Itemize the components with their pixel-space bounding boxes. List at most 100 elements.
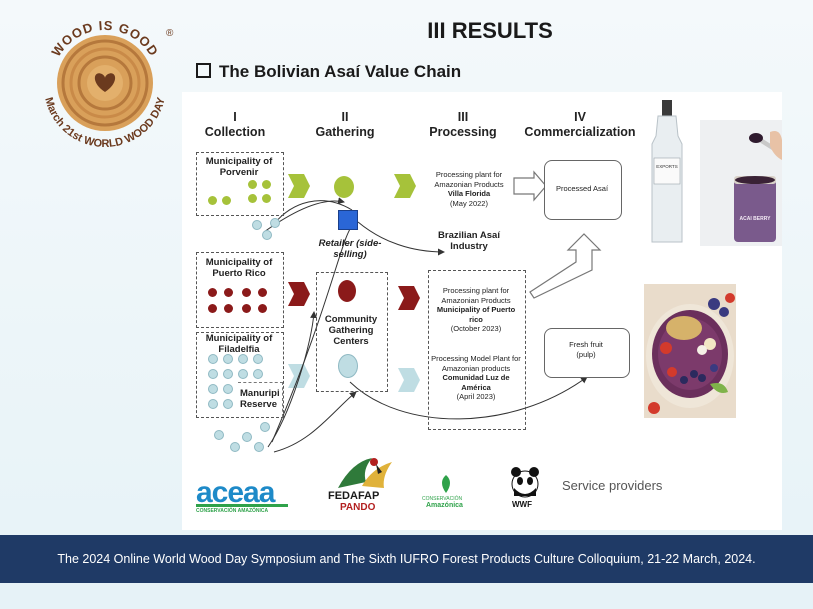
plant-name: Comunidad Luz de América <box>442 373 510 392</box>
community-gathering-box <box>316 272 388 392</box>
retailer-label: Retailer (side-selling) <box>318 238 382 260</box>
column-numeral: II <box>341 110 349 124</box>
aceaa-logo-sub: CONSERVACIÓN AMAZÓNICA <box>196 508 269 514</box>
chevron-green-1 <box>288 174 310 198</box>
column-label: Processing <box>429 125 497 139</box>
red-dot <box>224 288 233 297</box>
product-photo: EXPORTS ACAI BERRY <box>648 96 782 246</box>
cyan-dot <box>208 369 218 379</box>
arrow-up-to-processed <box>529 233 602 299</box>
source-label-manuripi: Manuripi Reserve <box>240 388 280 410</box>
acai-bowl-photo <box>644 284 736 418</box>
cyan-dot <box>253 369 263 379</box>
red-dot <box>208 288 217 297</box>
retailer-node <box>338 210 358 230</box>
cyan-gathering-node <box>338 354 358 378</box>
seal-mark: ® <box>166 28 174 39</box>
cyan-dot <box>230 442 240 452</box>
jar-label-text: ACAI BERRY <box>740 216 772 222</box>
source-label-porvenir: Municipality of Porvenir <box>205 156 273 178</box>
column-label: Collection <box>204 125 266 139</box>
plant-date: (May 2022) <box>450 198 488 208</box>
leaf-icon <box>442 475 450 493</box>
processed-asai-label: Processed Asaí <box>555 184 609 193</box>
cyan-dot <box>223 384 233 394</box>
column-label: Commercialization <box>524 125 636 139</box>
footer-banner: The 2024 Online World Wood Day Symposium… <box>0 535 813 583</box>
model-plant: Processing Model Plant for Amazonian pro… <box>430 354 522 402</box>
chevron-cyan-2 <box>398 368 420 392</box>
cyan-dot <box>223 399 233 409</box>
red-dot <box>208 304 217 313</box>
cyan-dot <box>238 369 248 379</box>
service-providers-label: Service providers <box>562 478 663 493</box>
cyan-dot <box>270 218 280 228</box>
panda-icon <box>511 467 539 498</box>
red-gathering-node <box>338 280 356 302</box>
plant-date: (April 2023) <box>456 392 496 401</box>
cyan-dot <box>252 220 262 230</box>
plant-desc: Processing plant for Amazonian Products <box>434 170 504 189</box>
processing-plants-box <box>428 270 526 430</box>
cyan-dot <box>214 430 224 440</box>
green-dot <box>262 180 271 189</box>
cyan-dot <box>208 384 218 394</box>
fresh-fruit-label: Fresh fruit(pulp) <box>546 340 626 359</box>
wwf-logo: WWF <box>512 500 532 509</box>
fresh-fruit-box <box>544 328 630 378</box>
chevron-red-1 <box>288 282 310 306</box>
red-dot <box>242 288 251 297</box>
cyan-dot <box>260 422 270 432</box>
pando-logo: PANDO <box>340 502 376 513</box>
cyan-dot <box>208 354 218 364</box>
cyan-dot <box>254 442 264 452</box>
source-box-filadelfia <box>196 332 284 418</box>
fresh-line: Fresh fruit <box>569 340 603 349</box>
source-label-puerto-rico: Municipality of Puerto Rico <box>205 257 273 279</box>
column-numeral: IV <box>574 110 586 124</box>
cyan-dot <box>208 399 218 409</box>
conservacion-logo-top: CONSERVACIÓN <box>422 496 463 502</box>
chevron-green-2 <box>394 174 416 198</box>
plant-desc: Processing plant for Amazonian Products <box>441 286 511 305</box>
subtitle-text: The Bolivian Asaí Value Chain <box>219 62 462 81</box>
conservacion-logo-bottom: Amazónica <box>426 502 463 509</box>
plant-desc: Processing Model Plant for Amazonian pro… <box>431 354 521 373</box>
fresh-line: (pulp) <box>576 349 596 359</box>
cyan-dot <box>242 432 252 442</box>
column-numeral: III <box>457 110 469 124</box>
manuripi-box <box>238 382 283 417</box>
green-dot <box>262 194 271 203</box>
cyan-dot <box>262 230 272 240</box>
green-dot <box>248 180 257 189</box>
fedafap-bird-icon <box>338 458 392 488</box>
source-label-filadelfia: Municipality of Filadelfia <box>205 333 273 355</box>
green-dot <box>248 194 257 203</box>
column-numeral: I <box>233 110 237 124</box>
red-dot <box>258 288 267 297</box>
bottle-label-text: EXPORTS <box>656 164 677 169</box>
chevron-red-2 <box>398 286 420 310</box>
red-dot <box>242 304 251 313</box>
cyan-dot <box>223 369 233 379</box>
plant-name: Villa Florida <box>447 189 491 198</box>
green-dot <box>208 196 217 205</box>
aceaa-logo-bar <box>196 504 288 507</box>
aceaa-logo: aceaa <box>196 476 275 509</box>
source-box-puerto-rico <box>196 252 284 328</box>
cyan-dot <box>223 354 233 364</box>
column-label: Gathering <box>315 125 375 139</box>
brazilian-industry-label: Brazilian Asaí Industry <box>438 230 500 252</box>
fedafap-logo: FEDAFAP <box>328 490 380 502</box>
arrow-to-processed <box>513 170 547 202</box>
connectors <box>263 170 602 453</box>
checkbox-bullet-icon <box>196 63 211 78</box>
slide-title: III RESULTS <box>427 18 553 43</box>
